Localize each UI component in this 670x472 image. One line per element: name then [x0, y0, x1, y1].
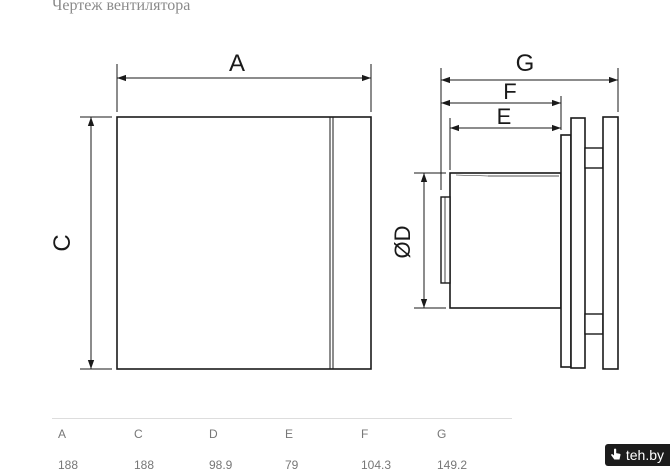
table-value-cell: 104.3 [361, 458, 392, 472]
dimension-e: E [449, 104, 561, 170]
table-divider [52, 418, 512, 419]
dimension-f-label: F [503, 79, 516, 104]
table-header-cell: A [58, 427, 67, 441]
mounting-plate [560, 134, 572, 368]
table-value-cell: 149.2 [437, 458, 468, 472]
side-view: G F E ØD [390, 50, 619, 370]
front-view: A C [49, 50, 372, 370]
dimension-c-label: C [49, 234, 76, 251]
hand-pointer-icon [610, 448, 621, 460]
dimension-d-label: ØD [390, 226, 415, 259]
front-cover-side [602, 116, 619, 370]
dimension-g-label: G [516, 50, 535, 77]
table-header-cell: E [285, 427, 294, 441]
watermark: teh.by [604, 444, 670, 466]
table-value-cell: 188 [134, 458, 155, 472]
dimension-a-label: A [229, 50, 245, 77]
fan-drawing: A C G [49, 50, 619, 370]
table-header-cell: C [134, 427, 143, 441]
motor-housing [449, 172, 562, 309]
motor-rear-cap [440, 196, 451, 284]
dimension-d: ØD [390, 172, 446, 309]
spacer-top [584, 147, 604, 169]
dimension-c: C [49, 116, 112, 370]
table-value-cell: 79 [285, 458, 299, 472]
frame-back [570, 117, 586, 369]
front-panel [116, 116, 372, 370]
dimension-e-label: E [497, 104, 512, 129]
table-value-cell: 188 [58, 458, 79, 472]
dimension-f: F [441, 79, 562, 130]
table-header-cell: F [361, 427, 369, 441]
table-header-cell: G [437, 427, 447, 441]
dimension-a: A [116, 50, 372, 112]
table-header-cell: D [209, 427, 218, 441]
page-title: Чертеж вентилятора [52, 0, 191, 14]
dimension-g: G [440, 50, 619, 190]
table-value-cell: 98.9 [209, 458, 233, 472]
spacer-bottom [584, 313, 604, 335]
watermark-text: teh.by [625, 447, 664, 463]
